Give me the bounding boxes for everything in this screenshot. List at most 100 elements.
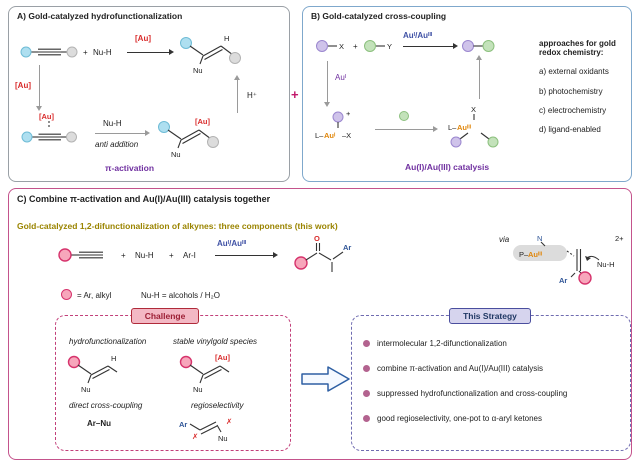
ar-nu-label: Ar–Nu	[87, 419, 112, 428]
pi-activation-label: π-activation	[105, 163, 155, 173]
strategy-block-arrow-icon	[301, 366, 350, 392]
challenge-item-hydrofunctionalization: hydrofunctionalization	[69, 337, 147, 346]
nu-label: Nu	[218, 434, 228, 443]
challenge-item-regioselectivity: regioselectivity	[191, 401, 244, 410]
strategy-bullet: good regioselectivity, one-pot to α-aryl…	[377, 414, 543, 423]
gold-iii-complex-structure: X L– Auᴵᴵᴵ	[448, 105, 499, 148]
challenge-item-vinylgold: stable vinylgold species	[173, 337, 258, 346]
panel-a-title: A) Gold-catalyzed hydrofunctionalization	[17, 11, 183, 21]
gold-iii-label: Auᴵᴵᴵ	[457, 123, 472, 132]
gold-iii-label: Auᴵᴵᴵ	[528, 250, 543, 259]
aryl-label: Ar	[559, 276, 567, 285]
vinylgold-structure: Nu [Au]	[158, 117, 219, 159]
bullet-dot	[363, 415, 370, 422]
legend-nucleophile-label: Nu-H = alcohols / H₂O	[141, 291, 220, 300]
reaction-arrow	[127, 49, 174, 55]
gold-catalyst-label: [Au]	[39, 112, 54, 121]
cross-mark-icon: ✗	[226, 417, 232, 426]
aryl-label: Ar	[343, 243, 351, 252]
gold-redox-arrow-label: Auᴵ/Auᴵᴵᴵ	[403, 31, 433, 40]
panel-b-title: B) Gold-catalyzed cross-coupling	[311, 11, 447, 21]
legend-ball	[61, 289, 72, 300]
nucleophile-label: Nu-H	[103, 119, 122, 128]
nucleophile-label: Nu-H	[93, 48, 112, 57]
nu-label: Nu	[193, 66, 203, 75]
anti-addition-label: anti addition	[95, 140, 139, 149]
panel-b-cross-coupling: B) Gold-catalyzed cross-coupling X + Y A…	[302, 6, 632, 182]
coupling-partner-ball	[399, 111, 409, 121]
approaches-block: approaches for gold redox chemistry: a) …	[539, 39, 629, 134]
challenge-header: Challenge	[131, 308, 199, 324]
gold-catalyst-label: [Au]	[135, 34, 151, 43]
gold-i-label: Auᴵ	[324, 131, 336, 140]
strategy-bullet: suppressed hydrofunctionalization and cr…	[377, 389, 568, 398]
hydrofunctionalization-product-structure: Nu H	[67, 354, 118, 394]
legend-ball-label: = Ar, alkyl	[77, 291, 112, 300]
aryl-iodide-label: Ar-I	[183, 251, 196, 260]
panel-c-title: C) Combine π-activation and Au(I)/Au(III…	[17, 194, 271, 204]
oxidative-addition-arrow	[324, 61, 330, 107]
gold-i-complex-structure: + L– Auᴵ –X	[315, 109, 351, 140]
gold-iii-pi-complex-structure: 2+ N P– Auᴵᴵᴵ Ar Nu-H	[513, 234, 624, 285]
bullet-dot	[363, 390, 370, 397]
protodeauration-arrow	[234, 75, 240, 113]
oxygen-label: O	[314, 234, 320, 243]
aryl-halide-structure: X	[316, 40, 344, 52]
activated-alkyne-structure: [Au]	[21, 112, 77, 143]
approach-item: d) ligand-enabled	[539, 124, 601, 134]
strategy-bullet: intermolecular 1,2-difunctionalization	[377, 339, 507, 348]
nucleophile-label: Nu-H	[597, 260, 615, 269]
plus-sign: +	[169, 251, 174, 260]
x-label: X	[339, 42, 344, 51]
via-label: via	[499, 235, 510, 244]
approach-item: c) electrochemistry	[539, 105, 607, 115]
alkene-product-structure: Nu H	[180, 34, 241, 75]
h-label: H	[111, 354, 116, 363]
alkyne-substrate-structure	[58, 248, 103, 262]
proton-label: H⁺	[247, 91, 257, 100]
this-work-subtitle: Gold-catalyzed 1,2-difunctionalization o…	[17, 221, 338, 231]
panel-c-combined-strategy: C) Combine π-activation and Au(I)/Au(III…	[8, 188, 632, 460]
strategy-header: This Strategy	[449, 308, 531, 324]
anti-addition-arrow	[95, 130, 150, 136]
vinylgold-species-structure: Nu [Au]	[179, 353, 230, 394]
plus-sign: +	[83, 48, 88, 57]
nitrogen-label: N	[537, 234, 542, 243]
panels-plus-connector: +	[291, 87, 299, 102]
nucleophile-label: Nu-H	[135, 251, 154, 260]
cross-mark-icon: ✗	[192, 432, 198, 441]
y-label: Y	[387, 42, 392, 51]
reaction-arrow	[215, 252, 278, 258]
activation-arrow	[36, 65, 42, 111]
reductive-elimination-arrow	[476, 55, 482, 99]
plus-sign: +	[353, 42, 358, 51]
coupling-arrow	[403, 43, 458, 49]
strategy-box	[351, 315, 631, 451]
coupling-partner-structure: Y	[364, 40, 392, 52]
plus-sign: +	[121, 251, 126, 260]
gold-catalyst-label: [Au]	[195, 117, 210, 126]
x-label: –X	[342, 131, 351, 140]
gold-i-label: Auᴵ	[335, 73, 347, 82]
x-label: X	[471, 105, 476, 114]
gold-catalyst-label: [Au]	[215, 353, 230, 362]
ligand-label: L–	[448, 123, 457, 132]
coupled-product-structure	[462, 40, 495, 52]
approaches-title: approaches for gold redox chemistry:	[539, 39, 616, 58]
ligand-label: L–	[315, 131, 324, 140]
regioselectivity-structure: Ar Nu ✗ ✗	[179, 417, 232, 443]
bullet-dot	[363, 365, 370, 372]
h-label: H	[224, 34, 229, 43]
gold-redox-arrow-label: Auᴵ/Auᴵᴵᴵ	[217, 239, 247, 248]
nu-label: Nu	[193, 385, 203, 394]
challenge-item-cross-coupling: direct cross-coupling	[69, 401, 143, 410]
nu-label: Nu	[171, 150, 181, 159]
nu-label: Nu	[81, 385, 91, 394]
approach-item: a) external oxidants	[539, 67, 609, 77]
strategy-bullet: combine π-activation and Au(I)/Au(III) c…	[377, 364, 544, 373]
gold-catalyst-label: [Au]	[15, 81, 31, 90]
bullet-dot	[363, 340, 370, 347]
transmetalation-arrow	[375, 126, 438, 132]
ketone-product-structure: O Ar	[294, 234, 351, 272]
